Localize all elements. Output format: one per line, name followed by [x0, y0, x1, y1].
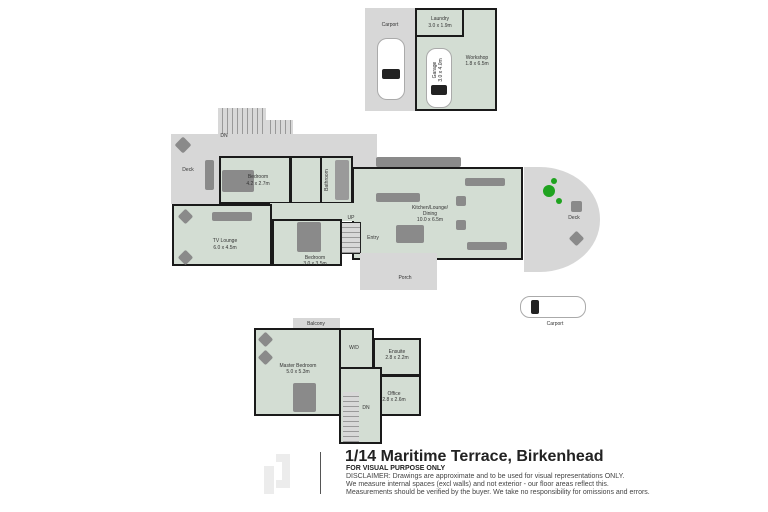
divider	[320, 452, 321, 494]
sofa-icon	[467, 242, 507, 250]
armchair-icon	[456, 220, 466, 230]
room-label: Workshop	[465, 55, 489, 61]
room-label: Office	[387, 391, 401, 397]
balcony	[293, 318, 340, 330]
stairs-top	[218, 108, 266, 134]
room-label: Deck	[568, 215, 580, 221]
plant-icon	[551, 178, 557, 184]
porch	[360, 253, 437, 290]
room-size: 5.0 x 5.3m	[286, 369, 310, 375]
room-label: TV Lounge	[212, 238, 238, 244]
plant-icon	[543, 185, 555, 197]
room-label: Bedroom	[304, 255, 326, 261]
sofa-icon	[465, 178, 505, 186]
property-title: 1/14 Maritime Terrace, Birkenhead	[345, 448, 604, 465]
dn-label: DN	[362, 405, 370, 411]
car-icon	[520, 296, 586, 318]
room-label: Porch	[398, 275, 412, 281]
room-label: Laundry	[430, 16, 450, 22]
armchair-icon	[456, 196, 466, 206]
disclaimer-line: Measurements should be verified by the b…	[346, 489, 650, 496]
room-label: Kitchen/Lounge/	[411, 205, 449, 211]
sofa-icon	[205, 160, 214, 190]
stairs-main	[341, 222, 361, 254]
room-label: Bedroom	[247, 174, 269, 180]
hallway	[270, 203, 360, 221]
room-label: Dining	[422, 211, 438, 217]
sofa-icon	[212, 212, 252, 221]
deck-east	[524, 167, 600, 272]
room-label: W/D	[349, 345, 359, 351]
room-size: 3.0 x 4.0m	[438, 58, 444, 82]
disclaimer-line: We measure internal spaces (excl walls) …	[346, 481, 609, 488]
bed-icon	[297, 222, 321, 252]
stairs-upper	[343, 392, 359, 442]
up-label: UP	[347, 215, 355, 221]
bed-icon	[222, 170, 254, 192]
kitchen-bench-icon	[376, 157, 461, 167]
room-label: Master Bedroom	[279, 363, 317, 369]
car-icon	[377, 38, 405, 100]
disclaimer-line: DISCLAIMER: Drawings are approximate and…	[346, 473, 625, 480]
room-label: Deck	[182, 167, 194, 173]
bath-icon	[335, 160, 349, 200]
subtitle: FOR VISUAL PURPOSE ONLY	[346, 465, 446, 472]
room-label: Balcony	[307, 321, 325, 327]
kitchen-island-icon	[376, 193, 420, 202]
dining-table-icon	[396, 225, 424, 243]
room-size: 10.0 x 6.5m	[416, 217, 444, 223]
logo	[264, 454, 290, 494]
room-label: Bathroom	[324, 169, 330, 191]
room-size: 2.8 x 2.2m	[385, 355, 409, 361]
chair-icon	[571, 201, 582, 212]
stairs-top	[266, 120, 293, 134]
room-label: Carport	[546, 321, 564, 327]
room-label: Ensuite	[388, 349, 406, 355]
room-size: 3.0 x 1.9m	[428, 23, 452, 29]
room-label: Entry	[367, 235, 379, 241]
dn-label: DN	[220, 133, 228, 139]
ensuite	[373, 338, 421, 376]
plant-icon	[556, 198, 562, 204]
room-label: Carport	[381, 22, 399, 28]
room-size: 2.8 x 2.6m	[382, 397, 406, 403]
room-size: 1.8 x 6.5m	[465, 61, 489, 67]
room-size: 4.2 x 2.7m	[246, 181, 270, 187]
laundry-room	[415, 8, 464, 37]
room-size: 3.0 x 3.5m	[303, 261, 327, 267]
bed-icon	[293, 383, 316, 412]
room-size: 6.0 x 4.5m	[213, 245, 237, 251]
car-icon	[426, 48, 452, 108]
